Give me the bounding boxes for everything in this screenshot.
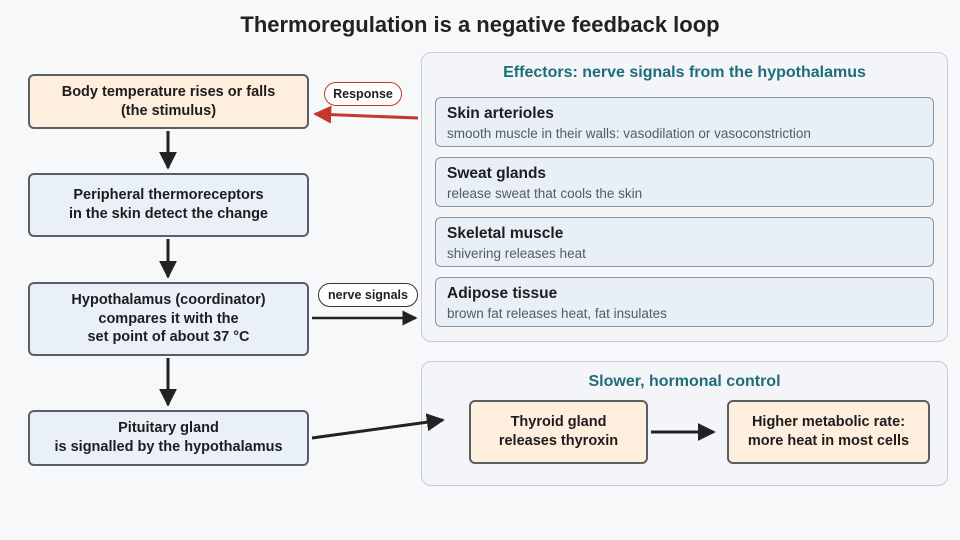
- response-label: Response: [324, 82, 402, 106]
- receptors-line-2: in the skin detect the change: [68, 206, 268, 222]
- nerve-signals-label: nerve signals: [318, 283, 418, 307]
- stimulus-line-2: (the stimulus): [120, 102, 217, 119]
- effector-desc: release sweat that cools the skin: [447, 186, 643, 201]
- pituitary-box: Pituitary gland is signalled by the hypo…: [28, 410, 309, 466]
- receptors-box: Peripheral thermoreceptors in the skin d…: [28, 173, 309, 237]
- hormonal-title: Slower, hormonal control: [588, 373, 781, 390]
- effector-skeletal-muscle: Skeletal muscle shivering releases heat: [435, 217, 934, 267]
- effector-adipose-tissue: Adipose tissue brown fat releases heat, …: [435, 277, 934, 327]
- effector-desc: smooth muscle in their walls: vasodilati…: [447, 126, 811, 141]
- effector-sweat-glands: Sweat glands release sweat that cools th…: [435, 157, 934, 207]
- arrow-pituitary-to-thyroid: [311, 413, 445, 440]
- stimulus-box: Body temperature rises or falls (the sti…: [28, 74, 309, 129]
- hypothalamus-box: Hypothalamus (coordinator) compares it w…: [28, 282, 309, 356]
- effector-desc: shivering releases heat: [447, 246, 586, 261]
- receptors-line-1: Peripheral thermoreceptors: [73, 187, 264, 204]
- hypothalamus-line-2: compares it with the: [98, 310, 239, 327]
- effector-name: Sweat glands: [447, 165, 547, 182]
- thyroid-box: Thyroid gland releases thyroxin: [469, 400, 648, 464]
- thyroid-line-1: Thyroid gland: [510, 414, 607, 431]
- effector-name: Skeletal muscle: [447, 225, 564, 242]
- arrow-response: [313, 105, 419, 124]
- thyroid-line-2: releases thyroxin: [498, 433, 619, 449]
- pituitary-line-1: Pituitary gland: [118, 420, 219, 437]
- pituitary-line-2: is signalled by the hypothalamus: [54, 439, 283, 455]
- metabolic-line-1: Higher metabolic rate:: [751, 414, 906, 431]
- metabolic-box: Higher metabolic rate: more heat in most…: [727, 400, 930, 464]
- effector-desc: brown fat releases heat, fat insulates: [447, 306, 667, 321]
- diagram-title: Thermoregulation is a negative feedback …: [240, 12, 720, 37]
- effector-name: Adipose tissue: [447, 285, 558, 302]
- hypothalamus-line-3: set point of about 37 °C: [87, 329, 250, 346]
- stimulus-line-1: Body temperature rises or falls: [61, 83, 276, 100]
- effector-skin-arterioles: Skin arterioles smooth muscle in their w…: [435, 97, 934, 147]
- effectors-title: Effectors: nerve signals from the hypoth…: [503, 64, 866, 81]
- effector-name: Skin arterioles: [447, 105, 554, 122]
- hypothalamus-line-1: Hypothalamus (coordinator): [71, 291, 266, 308]
- metabolic-line-2: more heat in most cells: [747, 433, 910, 449]
